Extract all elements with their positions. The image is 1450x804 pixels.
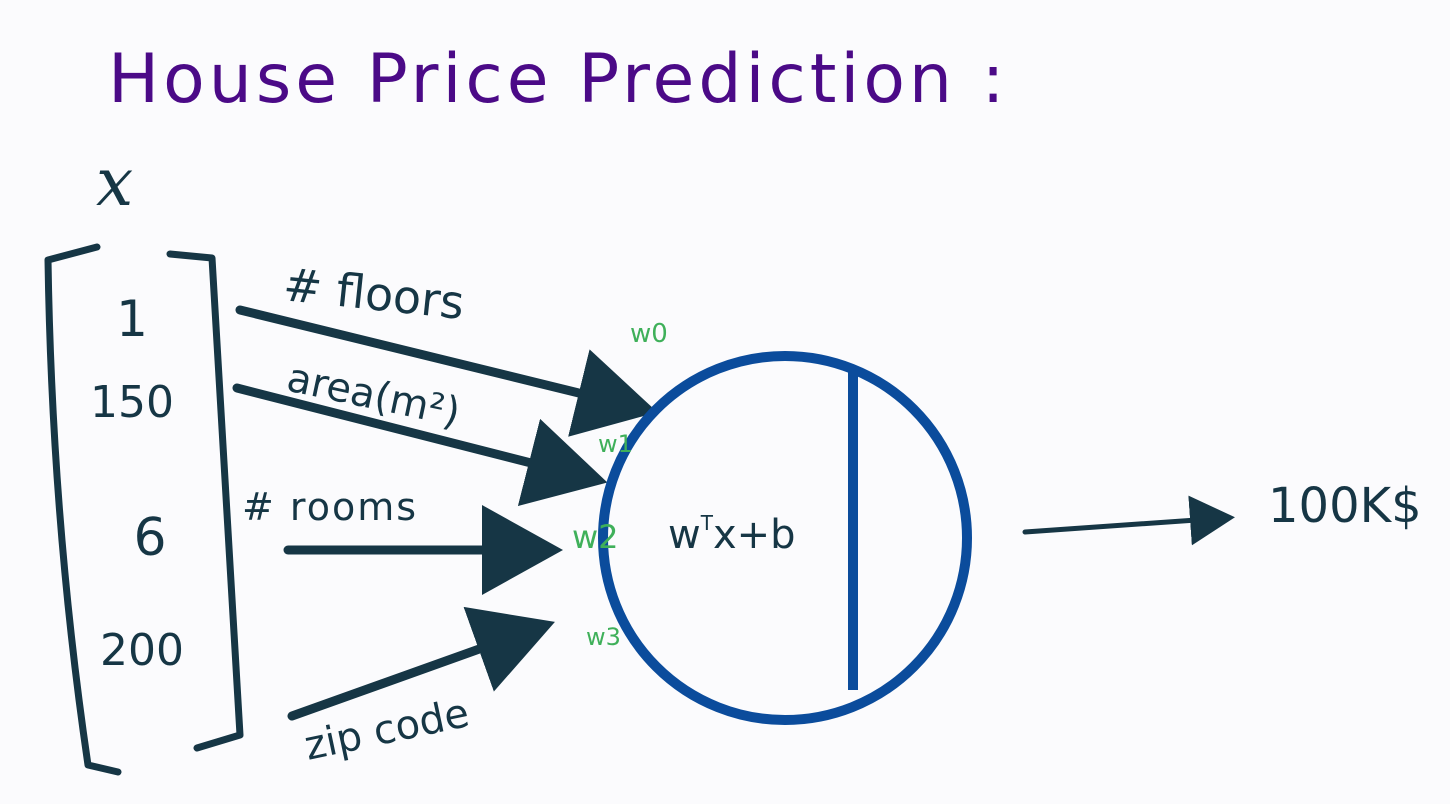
arrow-floors [235,305,658,437]
input-value-rooms: 6 [133,508,166,568]
feature-label-floors: # floors [281,257,467,330]
neuron-formula: wTx+b [668,511,796,558]
formula-suffix: x+b [713,512,796,558]
vector-label: x [96,144,133,221]
neuron-circle [598,351,972,725]
left-bracket [44,243,122,776]
input-value-floors: 1 [116,290,148,348]
formula-prefix: w [668,512,701,558]
arrow-area [232,383,608,507]
weight-label-w0: w0 [630,319,668,349]
weight-label-w3: w3 [586,623,621,651]
weight-label-w2: w2 [572,518,619,556]
feature-label-rooms: # rooms [242,485,418,529]
output-label: 100K$ [1268,478,1422,534]
diagram-title: House Price Prediction : [108,40,1009,119]
output-arrow [1022,495,1235,546]
formula-superscript: T [700,511,714,535]
right-bracket [166,250,244,752]
input-value-zip: 200 [100,625,184,676]
arrow-zip [287,606,555,721]
weight-label-w1: w1 [598,430,633,458]
input-value-area: 150 [90,377,174,428]
